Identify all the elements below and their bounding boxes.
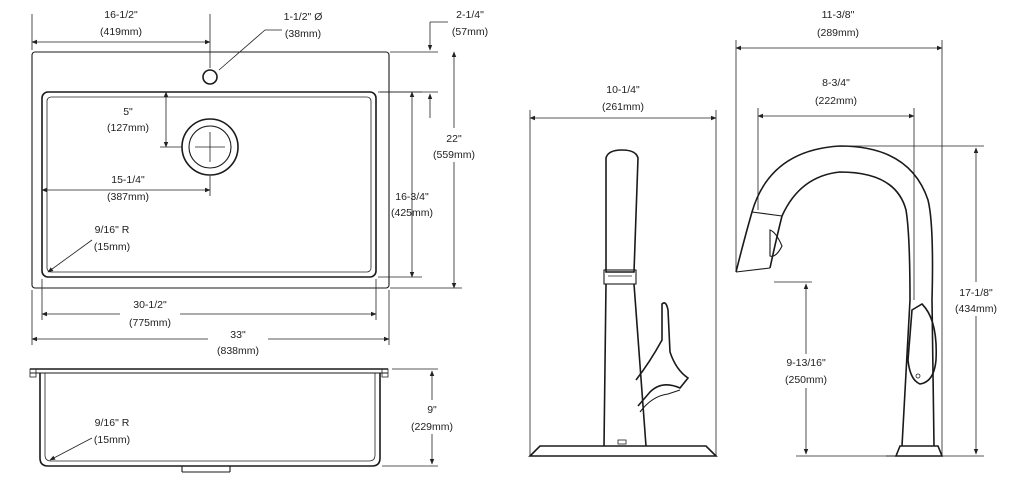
dim-drain-center-mm: (387mm) <box>107 191 149 203</box>
dim-drain-offset-mm: (419mm) <box>100 26 142 38</box>
dim-side-corner-radius-in: 9/16" R <box>95 417 130 429</box>
dim-corner-radius-in: 9/16" R <box>95 224 130 236</box>
dim-bowl-width-mm: (775mm) <box>129 317 171 329</box>
dim-bowl-height-mm: (229mm) <box>411 421 453 433</box>
dim-overall-width-mm: (838mm) <box>217 345 259 357</box>
dim-back-margin-in: 2-1/4" <box>456 9 484 21</box>
faucet-hole <box>202 69 218 85</box>
faucet-side-view: 11-3/8" (289mm) 8-3/4" (222mm) 17-1/8" (… <box>735 9 1004 457</box>
dim-overall-height-mm: (434mm) <box>955 303 997 315</box>
dim-back-margin-mm: (57mm) <box>452 26 488 38</box>
dim-drain-offset-in: 16-1/2" <box>104 9 138 21</box>
sink-top-view: 16-1/2" (419mm) 1-1/2" Ø (38mm) 2-1/4" (… <box>31 9 488 358</box>
dim-bowl-depth-in: 16-3/4" <box>395 191 429 203</box>
faucet-front-view: 10-1/4" (261mm) <box>528 84 718 457</box>
dim-overall-reach-mm: (289mm) <box>817 27 859 39</box>
dim-overall-depth-mm: (559mm) <box>433 149 475 161</box>
dim-bowl-depth-mm: (425mm) <box>391 207 433 219</box>
sink-side-view: 9/16" R (15mm) 9" (229mm) <box>29 368 456 473</box>
dim-spout-reach-in: 8-3/4" <box>822 77 850 89</box>
dim-overall-width-in: 33" <box>230 329 246 341</box>
dim-overall-depth-in: 22" <box>446 133 462 145</box>
dim-overall-reach-in: 11-3/8" <box>822 9 855 21</box>
dim-side-corner-radius-mm: (15mm) <box>94 434 130 446</box>
sink-bowl-inner-outline <box>46 96 372 273</box>
drain-inner <box>188 125 232 169</box>
sink-bowl-outline <box>41 91 377 278</box>
sink-outer-outline <box>31 51 390 289</box>
dim-faucet-hole-mm: (38mm) <box>285 28 321 40</box>
dim-spout-height-mm: (250mm) <box>785 374 827 386</box>
dim-faucet-width-in: 10-1/4" <box>606 84 640 96</box>
dim-overall-height-in: 17-1/8" <box>959 287 993 299</box>
dim-faucet-width-mm: (261mm) <box>602 101 644 113</box>
dim-faucet-hole-in: 1-1/2" Ø <box>284 11 323 23</box>
dim-drain-depth-in: 5" <box>123 106 133 118</box>
dim-spout-reach-mm: (222mm) <box>815 95 857 107</box>
dim-bowl-height-in: 9" <box>427 404 437 416</box>
dim-drain-center-in: 15-1/4" <box>111 174 145 186</box>
dim-corner-radius-mm: (15mm) <box>94 241 130 253</box>
dim-bowl-width-in: 30-1/2" <box>133 299 167 311</box>
dim-spout-height-in: 9-13/16" <box>786 357 826 369</box>
dim-drain-depth-mm: (127mm) <box>107 122 149 134</box>
